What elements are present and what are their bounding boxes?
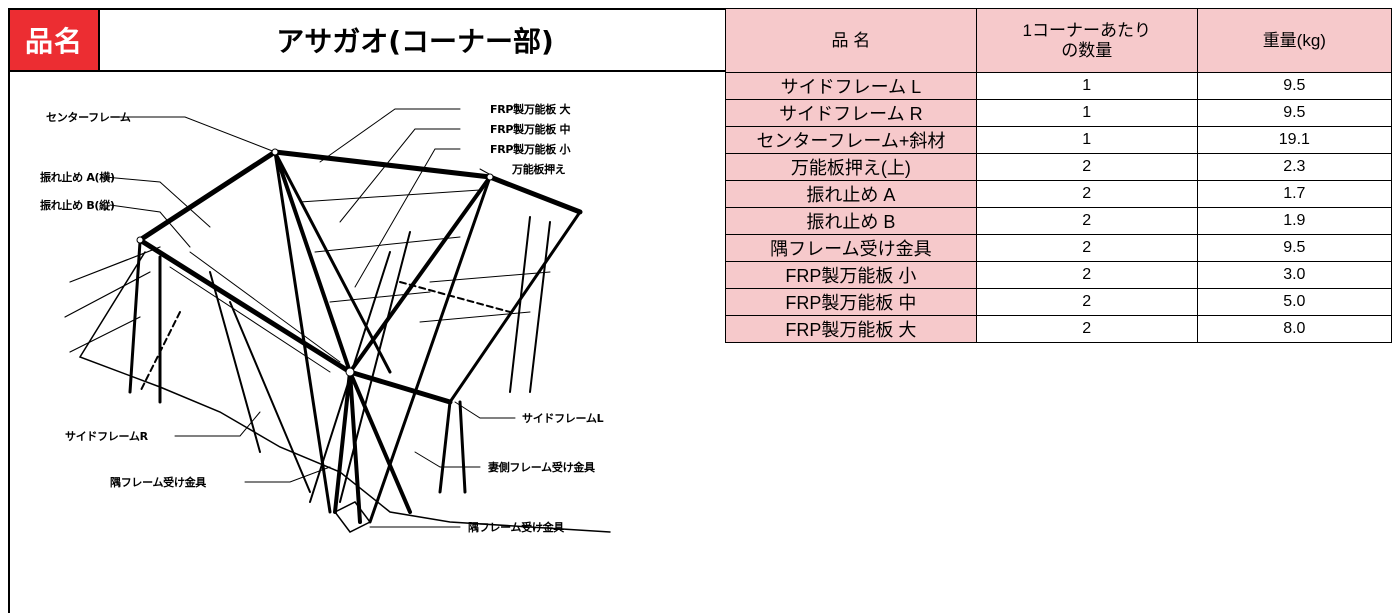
callout-frp-small: FRP製万能板 小 <box>490 143 571 156</box>
part-weight: 9.5 <box>1196 234 1392 262</box>
header-name: 品 名 <box>725 8 977 73</box>
callout-frp-medium: FRP製万能板 中 <box>490 123 571 136</box>
callout-panel-holder: 万能板押え <box>512 163 566 176</box>
part-weight: 9.5 <box>1196 99 1392 127</box>
callout-corner-bracket-left: 隅フレーム受け金具 <box>110 476 206 489</box>
part-qty: 2 <box>975 261 1198 289</box>
part-weight: 19.1 <box>1196 126 1392 154</box>
part-qty: 2 <box>975 153 1198 181</box>
part-qty: 1 <box>975 99 1198 127</box>
part-qty: 2 <box>975 315 1198 343</box>
header-weight: 重量(kg) <box>1196 8 1392 73</box>
table-row: FRP製万能板 小 2 3.0 <box>725 261 1392 289</box>
part-qty: 2 <box>975 207 1198 235</box>
callout-brace-a: 振れ止め A(横) <box>40 171 115 184</box>
assembly-diagram: センターフレーム FRP製万能板 大 FRP製万能板 中 FRP製万能板 小 万… <box>10 72 732 613</box>
callout-frp-large: FRP製万能板 大 <box>490 103 571 116</box>
product-name-label: 品名 <box>8 8 100 72</box>
part-name: FRP製万能板 中 <box>725 288 977 316</box>
table-row: FRP製万能板 中 2 5.0 <box>725 288 1392 316</box>
table-row: サイドフレーム L 1 9.5 <box>725 72 1392 100</box>
part-qty: 2 <box>975 180 1198 208</box>
callout-side-frame-r: サイドフレームR <box>65 430 148 443</box>
table-row: サイドフレーム R 1 9.5 <box>725 99 1392 127</box>
table-row: 隅フレーム受け金具 2 9.5 <box>725 234 1392 262</box>
product-title: アサガオ(コーナー部) <box>100 8 732 72</box>
table-row: 万能板押え(上) 2 2.3 <box>725 153 1392 181</box>
part-qty: 1 <box>975 126 1198 154</box>
part-name: FRP製万能板 大 <box>725 315 977 343</box>
part-weight: 5.0 <box>1196 288 1392 316</box>
table-row: センターフレーム+斜材 1 19.1 <box>725 126 1392 154</box>
part-qty: 2 <box>975 234 1198 262</box>
part-name: 振れ止め A <box>725 180 977 208</box>
assembly-drawing <box>64 108 611 533</box>
callout-rear-frame-bracket: 妻側フレーム受け金具 <box>488 461 595 474</box>
table-row: FRP製万能板 大 2 8.0 <box>725 315 1392 343</box>
table-row: 振れ止め A 2 1.7 <box>725 180 1392 208</box>
callout-corner-bracket-bottom: 隅フレーム受け金具 <box>468 521 564 534</box>
part-name: サイドフレーム R <box>725 99 977 127</box>
part-weight: 2.3 <box>1196 153 1392 181</box>
part-weight: 8.0 <box>1196 315 1392 343</box>
part-name: 万能板押え(上) <box>725 153 977 181</box>
part-qty: 1 <box>975 72 1198 100</box>
callout-brace-b: 振れ止め B(縦) <box>40 199 115 212</box>
callout-side-frame-l: サイドフレームL <box>522 412 604 425</box>
part-qty: 2 <box>975 288 1198 316</box>
part-weight: 9.5 <box>1196 72 1392 100</box>
callout-center-frame: センターフレーム <box>46 111 131 124</box>
part-name: サイドフレーム L <box>725 72 977 100</box>
part-name: 隅フレーム受け金具 <box>725 234 977 262</box>
part-name: 振れ止め B <box>725 207 977 235</box>
part-weight: 1.7 <box>1196 180 1392 208</box>
parts-table: 品 名 1コーナーあたり の数量 重量(kg) サイドフレーム L 1 9.5 … <box>725 8 1392 343</box>
table-row: 振れ止め B 2 1.9 <box>725 207 1392 235</box>
part-name: センターフレーム+斜材 <box>725 126 977 154</box>
header-qty: 1コーナーあたり の数量 <box>975 8 1198 73</box>
part-weight: 1.9 <box>1196 207 1392 235</box>
part-name: FRP製万能板 小 <box>725 261 977 289</box>
part-weight: 3.0 <box>1196 261 1392 289</box>
table-header-row: 品 名 1コーナーあたり の数量 重量(kg) <box>725 8 1392 73</box>
